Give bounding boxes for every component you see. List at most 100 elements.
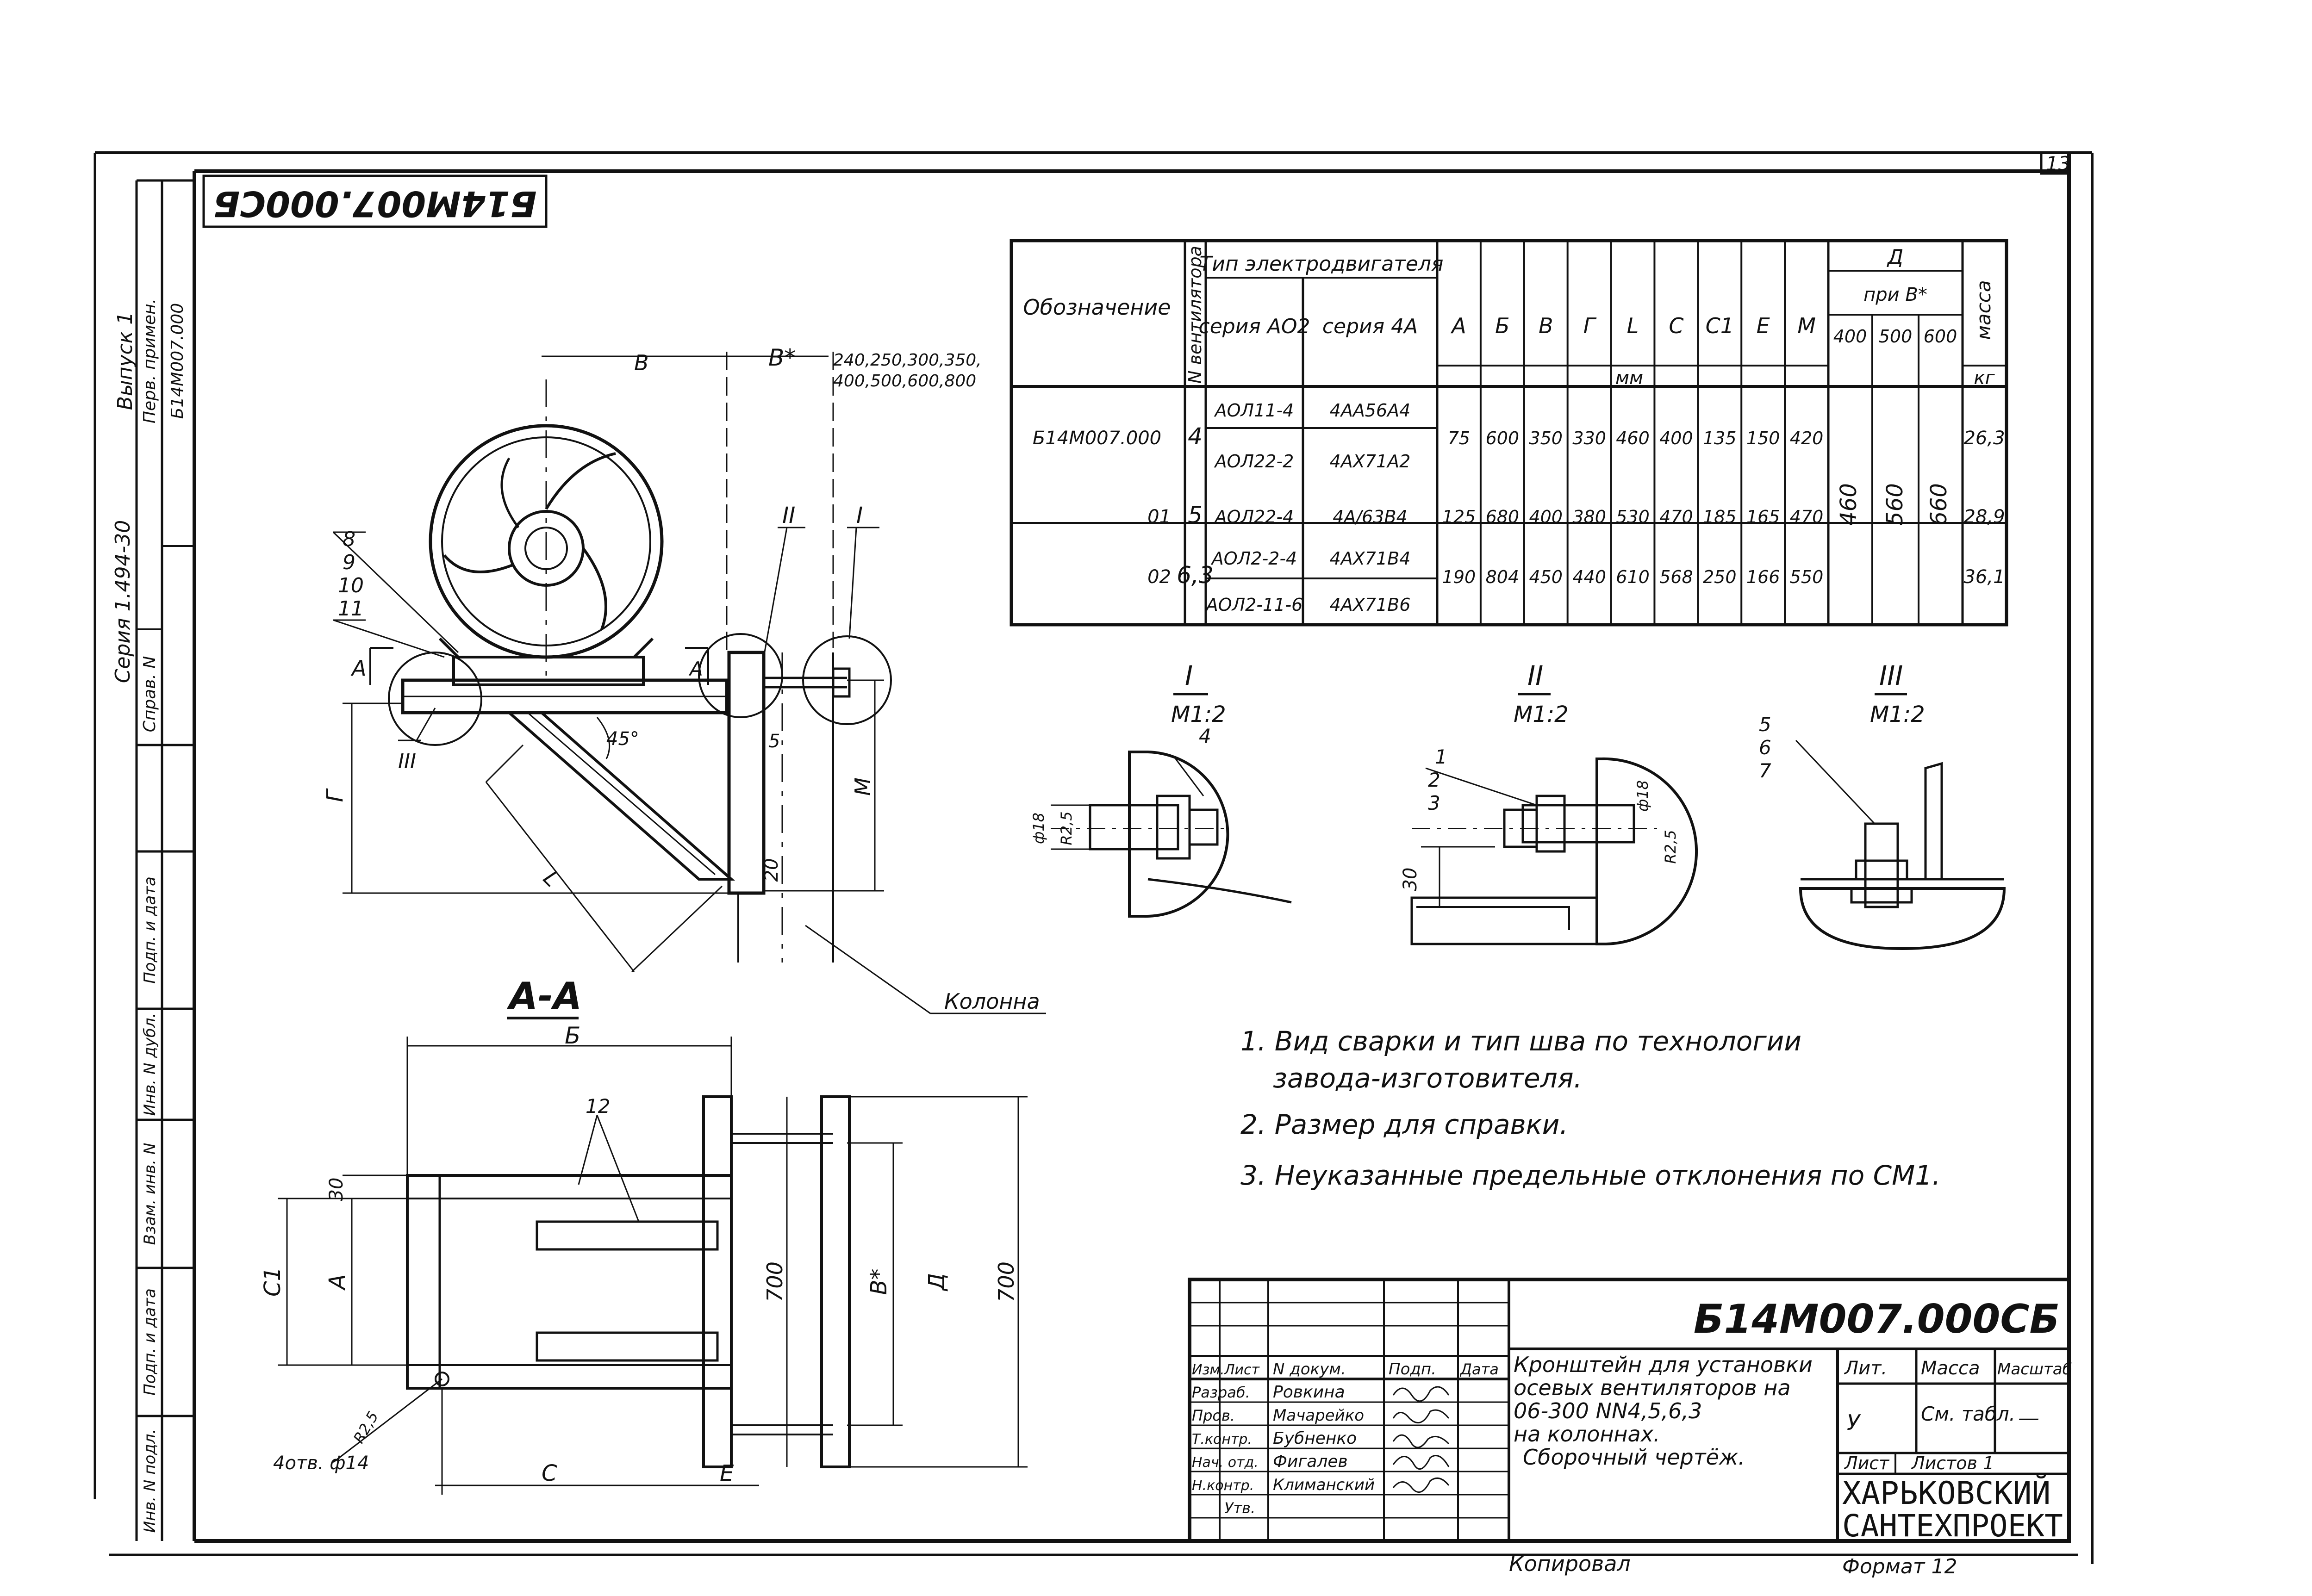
row2-motor-b2: 4АХ71В6: [1330, 595, 1411, 615]
dim-b: В: [634, 350, 649, 375]
dim-value-r0-c0: 75: [1448, 428, 1470, 448]
sheet-frame: [93, 151, 2094, 1564]
title-line-3: 06-300 NN4,5,6,3: [1514, 1398, 1702, 1423]
title-line-1: Кронштейн для установки: [1514, 1352, 1813, 1377]
detail-III-leader-6: 6: [1759, 736, 1771, 759]
dim-5: 5: [768, 731, 780, 752]
title-line-2: осевых вентиляторов на: [1514, 1375, 1791, 1400]
detail-III-title: III: [1879, 660, 1903, 691]
detail-II-title: II: [1527, 660, 1543, 691]
col-series-b: серия 4А: [1322, 315, 1418, 338]
detail-III-leader-7: 7: [1759, 759, 1771, 782]
name-4: Фигалев: [1273, 1452, 1348, 1471]
detail-I-scale: М1:2: [1171, 702, 1226, 727]
dim-header-6: С1: [1706, 313, 1734, 338]
col-d-600: 600: [1924, 326, 1957, 347]
format-label: Формат 12: [1842, 1555, 1957, 1578]
title-line-4: на колоннах.: [1514, 1422, 1660, 1447]
col-hdr-date: Дата: [1459, 1360, 1499, 1378]
dim-G: Г: [322, 788, 348, 802]
dim-value-r2-c5: 568: [1659, 567, 1693, 587]
detail-II-dim-3: R2,5: [1662, 830, 1679, 863]
section-dim-B: Б: [565, 1022, 580, 1049]
dim-value-r2-c4: 610: [1616, 567, 1650, 587]
d-value-400: 460: [1836, 483, 1862, 526]
row2-motor-b1: 4АХ71В4: [1330, 548, 1411, 569]
dim-value-r2-c3: 440: [1572, 567, 1606, 587]
detail-I-title: I: [1185, 660, 1193, 691]
row1-motor-b1: 4А/63В4: [1333, 507, 1408, 527]
detail-II-leader-3: 3: [1428, 792, 1440, 814]
spec-table-dim-columns: А75125190Б600680804В350400450Г330380440L…: [1442, 241, 1824, 625]
dim-value-r1-c7: 165: [1746, 507, 1780, 527]
dim-20: 20: [761, 858, 782, 882]
note-1a: 1. Вид сварки и тип шва по технологии: [1240, 1025, 1801, 1057]
section-aa-title: А-А: [506, 975, 582, 1018]
col-d-500: 500: [1879, 326, 1913, 347]
row1-designation: 01: [1147, 506, 1171, 528]
dim-value-r0-c2: 350: [1529, 428, 1563, 448]
dim-value-r1-c8: 470: [1790, 507, 1824, 527]
leader-9: 9: [343, 551, 355, 574]
angle-45: 45°: [606, 728, 639, 750]
name-3: Бубненко: [1273, 1429, 1357, 1448]
col-hdr-list: Лист: [1224, 1362, 1260, 1378]
row0-mass: 26,3: [1963, 428, 2005, 449]
callout-II: II: [782, 503, 795, 528]
dim-value-r0-c1: 600: [1486, 428, 1520, 448]
col-hdr-doc: N докум.: [1273, 1360, 1346, 1379]
row2-mass: 36,1: [1963, 566, 2005, 588]
col-d-sub: при В*: [1863, 284, 1927, 305]
dim-value-r0-c7: 150: [1746, 428, 1780, 448]
row2-fan: 6,3: [1177, 562, 1214, 589]
callout-III: III: [398, 750, 416, 773]
col-motor-type: Тип электродвигателя: [1200, 252, 1444, 276]
first-use-label: Перв. примен.: [140, 298, 159, 423]
sheets-label: Листов 1: [1911, 1453, 1994, 1473]
org-line-1: ХАРЬКОВСКИЙ: [1842, 1475, 2050, 1512]
name-2: Мачарейко: [1273, 1406, 1364, 1425]
col-d: Д: [1887, 245, 1903, 269]
series-label: Серия 1.494-30: [111, 520, 135, 683]
row0-motor-b1: 4АА56А4: [1330, 400, 1411, 421]
section-mark-a-right: А: [688, 658, 703, 680]
unit-mm: мм: [1615, 367, 1643, 389]
role-2: Пров.: [1192, 1407, 1235, 1424]
name-1: Ровкина: [1273, 1383, 1345, 1402]
dim-M: М: [850, 777, 875, 796]
dim-value-r0-c8: 420: [1790, 428, 1824, 448]
copied-label: Копировал: [1509, 1551, 1631, 1576]
dim-header-1: Б: [1495, 313, 1510, 338]
row0-motor-a1: АОЛ11-4: [1214, 400, 1294, 421]
dim-header-8: М: [1797, 313, 1816, 338]
col-fan-number: N вентилятора: [1185, 246, 1205, 384]
callout-I: I: [856, 503, 863, 528]
detail-II-view: [1410, 693, 1698, 945]
dim-value-r2-c0: 190: [1442, 567, 1476, 587]
section-aa-view: [278, 1017, 1028, 1495]
detail-II-dim-1: ф18: [1634, 780, 1651, 812]
section-dim-30: 30: [326, 1178, 347, 1201]
row1-motor-a1: АОЛ22-4: [1214, 507, 1294, 527]
stamp-cell-5: Подп. и дата: [141, 876, 159, 984]
row0-fan: 4: [1188, 423, 1203, 450]
detail-II-scale: М1:2: [1514, 702, 1569, 727]
dim-value-r0-c4: 460: [1616, 428, 1650, 448]
section-dim-E: Е: [720, 1460, 734, 1486]
page-number: 13: [2046, 152, 2070, 175]
bstar-values-2: 400,500,600,800: [833, 372, 976, 391]
dim-header-2: В: [1539, 313, 1553, 338]
row2-motor-a2: АОЛ2-11-6: [1205, 595, 1303, 615]
detail-II-leader-1: 1: [1435, 745, 1447, 768]
reference-label: Справ. N: [140, 656, 159, 733]
detail-III-view: [1795, 693, 2006, 950]
section-dim-C: С: [542, 1460, 557, 1486]
dim-value-r1-c4: 530: [1616, 507, 1650, 527]
column-label: Колонна: [944, 989, 1040, 1014]
stamp-cell-2: Подп. и дата: [141, 1288, 159, 1396]
detail-I-dim-1: ф18: [1030, 813, 1047, 844]
col-hdr-izm: Изм.: [1192, 1362, 1225, 1378]
bstar-values-1: 240,250,300,350,: [833, 351, 982, 370]
dim-value-r2-c1: 804: [1486, 567, 1520, 587]
